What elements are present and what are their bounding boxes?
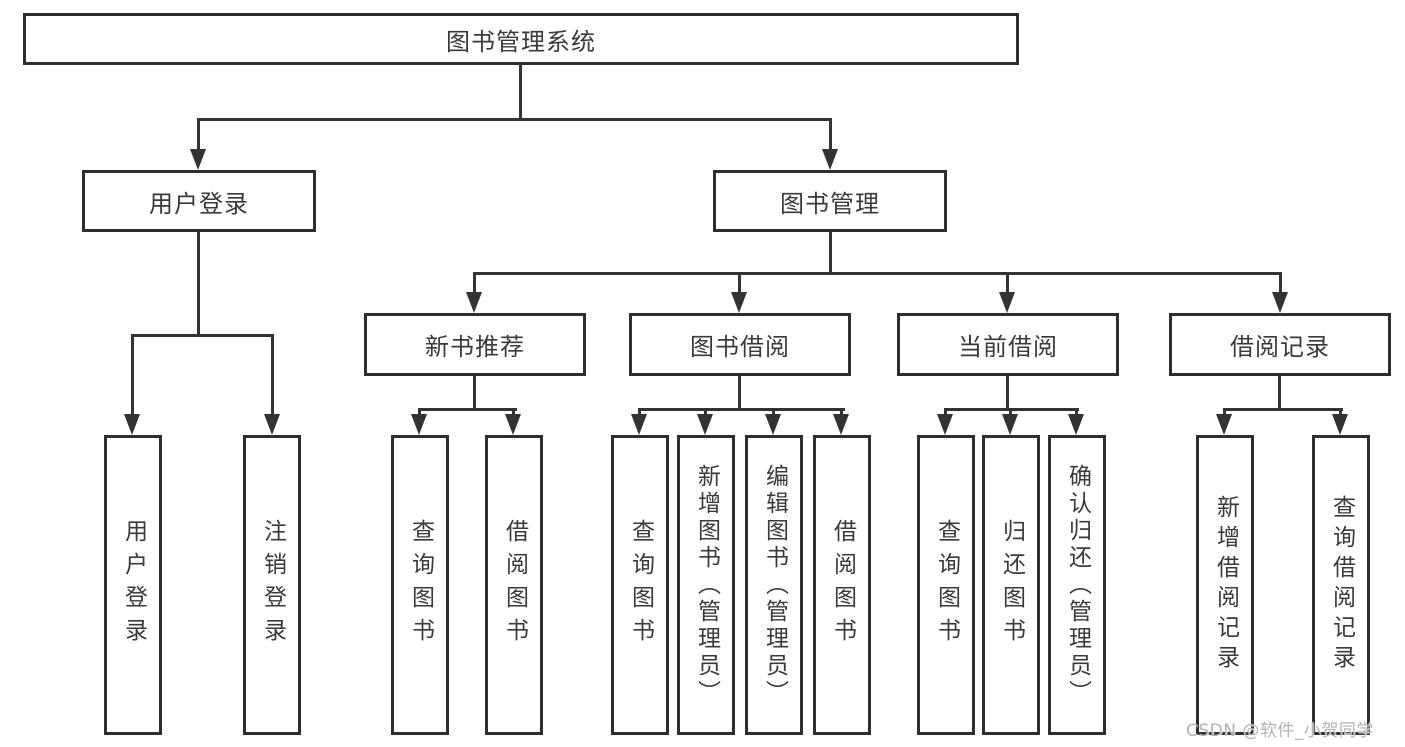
node-borrow-records: 借阅记录 [1169,313,1391,376]
connector-drop [638,408,641,415]
connector-level3-bar [473,272,1282,275]
leaf-add-books-admin: 新增图书（管理员） [677,435,735,735]
arrowhead-icon [466,292,482,313]
arrowhead-icon [1216,414,1232,435]
node-root: 图书管理系统 [23,13,1019,65]
leaf-query-books-borrow-label: 查询图书 [627,519,654,651]
connector-drop [1009,408,1012,415]
leaf-query-books-current-label: 查询图书 [933,519,960,651]
arrowhead-icon [822,149,838,170]
node-book-management-label: 图书管理 [780,189,880,218]
connector-borrow-bar [638,408,845,411]
connector-drop [512,408,515,415]
leaf-edit-books-admin-label: 编辑图书（管理员） [761,463,788,707]
connector-drop [944,408,947,415]
leaf-user-login-label: 用户登录 [120,519,147,651]
arrowhead-icon [1068,414,1084,435]
leaf-borrow-books-recommend-label: 借阅图书 [501,519,528,651]
node-book-management: 图书管理 [713,170,947,232]
leaf-add-borrow-record: 新增借阅记录 [1196,435,1254,735]
node-new-book-recommend: 新书推荐 [364,313,586,376]
leaf-query-books-borrow: 查询图书 [611,435,669,735]
arrowhead-icon [1272,292,1288,313]
connector-level2-bar [197,118,832,121]
connector-drop [829,118,832,151]
connector-drop [840,408,843,415]
node-new-book-recommend-label: 新书推荐 [425,333,525,361]
leaf-query-books-recommend-label: 查询图书 [407,519,434,651]
connector-newrec-bar [418,408,517,411]
leaf-return-books-label: 归还图书 [998,519,1025,651]
connector-mgmt-stem [829,232,832,272]
connector-newrec-stem [473,376,476,408]
connector-current-stem [1006,376,1009,408]
leaf-add-books-admin-label: 新增图书（管理员） [693,463,720,707]
node-book-borrow: 图书借阅 [629,313,851,376]
arrowhead-icon [264,414,280,435]
leaf-add-borrow-record-label: 新增借阅记录 [1212,495,1239,675]
connector-drop [738,272,741,292]
leaf-query-borrow-record: 查询借阅记录 [1312,435,1370,735]
node-current-borrow-label: 当前借阅 [958,333,1058,361]
connector-drop [1075,408,1078,415]
connector-drop [197,118,200,151]
leaf-query-books-recommend: 查询图书 [391,435,449,735]
leaf-return-books: 归还图书 [982,435,1040,735]
watermark: CSDN @软件_小贺同学 [1186,721,1374,741]
connector-drop [271,334,274,414]
connector-login-bar [131,334,274,337]
arrowhead-icon [937,414,953,435]
leaf-logout-label: 注销登录 [259,519,286,651]
arrowhead-icon [1002,414,1018,435]
connector-drop [473,272,476,292]
connector-login-stem [197,232,200,334]
leaf-user-login: 用户登录 [104,435,162,735]
node-root-label: 图书管理系统 [446,27,596,56]
arrowhead-icon [631,414,647,435]
arrowhead-icon [697,414,713,435]
connector-drop [1279,272,1282,292]
connector-root-stem [519,65,522,118]
arrowhead-icon [411,414,427,435]
arrowhead-icon [999,292,1015,313]
leaf-confirm-return-admin-label: 确认归还（管理员） [1064,463,1091,707]
node-user-login-group-label: 用户登录 [149,189,249,218]
connector-drop [1339,408,1342,415]
arrowhead-icon [1332,414,1348,435]
connector-drop [1223,408,1226,415]
connector-borrow-stem [738,376,741,408]
arrowhead-icon [190,149,206,170]
leaf-borrow-books: 借阅图书 [813,435,871,735]
node-borrow-records-label: 借阅记录 [1230,333,1330,361]
node-book-borrow-label: 图书借阅 [690,333,790,361]
arrowhead-icon [833,414,849,435]
arrowhead-icon [731,292,747,313]
connector-drop [418,408,421,415]
connector-drop [704,408,707,415]
leaf-edit-books-admin: 编辑图书（管理员） [745,435,803,735]
connector-records-stem [1278,376,1281,408]
node-user-login-group: 用户登录 [82,170,316,232]
leaf-query-borrow-record-label: 查询借阅记录 [1328,495,1355,675]
arrowhead-icon [124,414,140,435]
connector-records-bar [1223,408,1343,411]
arrowhead-icon [765,414,781,435]
leaf-borrow-books-recommend: 借阅图书 [485,435,543,735]
node-current-borrow: 当前借阅 [897,313,1119,376]
connector-drop [131,334,134,414]
connector-drop [772,408,775,415]
connector-drop [1006,272,1009,292]
leaf-borrow-books-label: 借阅图书 [829,519,856,651]
leaf-query-books-current: 查询图书 [917,435,975,735]
arrowhead-icon [505,414,521,435]
leaf-logout: 注销登录 [243,435,301,735]
leaf-confirm-return-admin: 确认归还（管理员） [1048,435,1106,735]
